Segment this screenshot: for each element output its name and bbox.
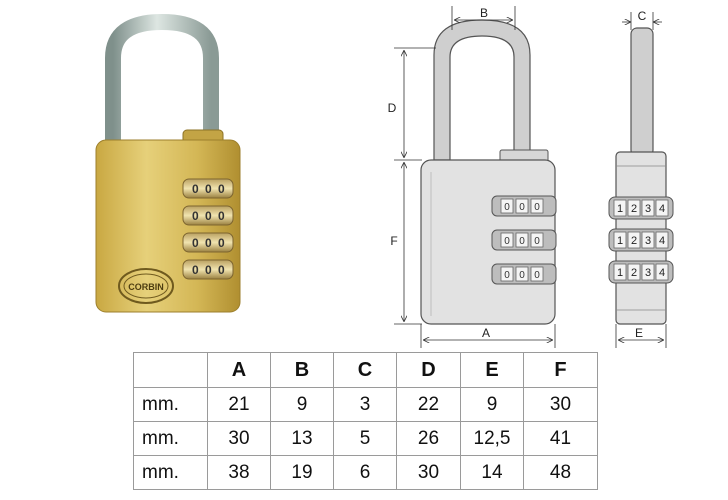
corbin-logo-text: CORBIN — [128, 282, 164, 292]
label-b: B — [480, 6, 488, 20]
corbin-logo: CORBIN — [118, 268, 174, 304]
label-d: D — [388, 101, 397, 115]
header-cell — [133, 352, 208, 388]
table-cell: 9 — [460, 387, 524, 422]
label-a: A — [482, 326, 490, 340]
svg-text:0: 0 — [504, 270, 510, 281]
svg-text:0: 0 — [205, 236, 212, 250]
svg-text:0: 0 — [519, 202, 525, 213]
svg-text:4: 4 — [659, 235, 665, 247]
svg-text:0: 0 — [519, 236, 525, 247]
table-cell: 38 — [207, 455, 271, 490]
table-cell: 12,5 — [460, 421, 524, 456]
dimension-b: B — [451, 6, 516, 30]
svg-text:0: 0 — [519, 270, 525, 281]
dimension-e: E — [615, 324, 667, 348]
svg-text:3: 3 — [645, 267, 651, 279]
table-row: mm. 30 13 5 26 12,5 41 — [133, 421, 598, 456]
svg-text:3: 3 — [645, 203, 651, 215]
dimension-d: D — [388, 47, 436, 161]
svg-text:4: 4 — [659, 267, 665, 279]
label-c: C — [638, 9, 647, 23]
table-cell: 30 — [207, 421, 271, 456]
table-cell: 19 — [270, 455, 334, 490]
table-cell: 30 — [396, 455, 461, 490]
table-cell: 9 — [270, 387, 334, 422]
svg-text:0: 0 — [192, 263, 199, 277]
svg-text:0: 0 — [192, 182, 199, 196]
svg-text:0: 0 — [504, 236, 510, 247]
svg-text:0: 0 — [218, 263, 225, 277]
svg-text:0: 0 — [218, 236, 225, 250]
diagram-shackle — [433, 19, 531, 161]
table-cell: 26 — [396, 421, 461, 456]
svg-text:0: 0 — [218, 182, 225, 196]
svg-text:0: 0 — [534, 202, 540, 213]
side-shackle — [630, 27, 654, 157]
photo-shackle — [105, 13, 219, 148]
svg-text:2: 2 — [631, 267, 637, 279]
svg-text:0: 0 — [192, 209, 199, 223]
svg-text:1: 1 — [617, 203, 623, 215]
svg-text:0: 0 — [218, 209, 225, 223]
unit-cell: mm. — [133, 387, 208, 422]
table-cell: 48 — [523, 455, 598, 490]
dimension-f: F — [390, 163, 422, 325]
table-header-row: A B C D E F — [133, 352, 598, 388]
label-f: F — [390, 234, 397, 248]
svg-text:1: 1 — [617, 267, 623, 279]
unit-cell: mm. — [133, 421, 208, 456]
svg-text:0: 0 — [205, 209, 212, 223]
header-cell: D — [396, 352, 461, 388]
table-cell: 21 — [207, 387, 271, 422]
dimension-c: C — [622, 9, 662, 30]
header-cell: C — [333, 352, 397, 388]
dimension-a: A — [420, 324, 556, 348]
unit-cell: mm. — [133, 455, 208, 490]
table-cell: 5 — [333, 421, 397, 456]
table-cell: 6 — [333, 455, 397, 490]
svg-text:3: 3 — [645, 235, 651, 247]
table-cell: 14 — [460, 455, 524, 490]
svg-text:0: 0 — [192, 236, 199, 250]
label-e: E — [635, 326, 643, 340]
table-cell: 22 — [396, 387, 461, 422]
header-cell: F — [523, 352, 598, 388]
svg-text:2: 2 — [631, 203, 637, 215]
svg-text:0: 0 — [205, 263, 212, 277]
table-cell: 13 — [270, 421, 334, 456]
svg-text:1: 1 — [617, 235, 623, 247]
header-cell: B — [270, 352, 334, 388]
svg-text:2: 2 — [631, 235, 637, 247]
header-cell: E — [460, 352, 524, 388]
svg-text:0: 0 — [504, 202, 510, 213]
header-cell: A — [207, 352, 271, 388]
dimensions-table: A B C D E F mm. 21 9 3 22 9 30 mm. 30 13… — [133, 352, 598, 490]
table-row: mm. 38 19 6 30 14 48 — [133, 455, 598, 490]
table-cell: 30 — [523, 387, 598, 422]
svg-text:0: 0 — [534, 236, 540, 247]
svg-text:4: 4 — [659, 203, 665, 215]
table-cell: 3 — [333, 387, 397, 422]
svg-text:0: 0 — [534, 270, 540, 281]
table-cell: 41 — [523, 421, 598, 456]
svg-text:0: 0 — [205, 182, 212, 196]
table-row: mm. 21 9 3 22 9 30 — [133, 387, 598, 422]
